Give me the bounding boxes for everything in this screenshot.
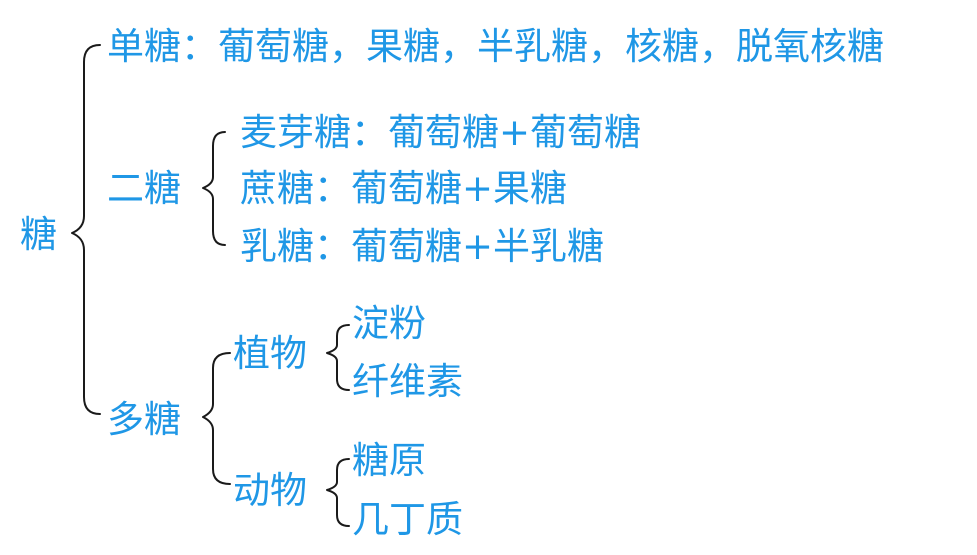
disaccharide-brace	[202, 131, 226, 246]
animal-item: 几丁质	[352, 498, 463, 541]
root-brace	[71, 44, 101, 415]
plant-item: 淀粉	[352, 302, 426, 345]
disaccharide-item: 蔗糖：葡萄糖+果糖	[240, 167, 568, 210]
disaccharide-item: 麦芽糖：葡萄糖+葡萄糖	[240, 111, 642, 154]
animal-brace	[326, 458, 350, 527]
plant-label: 植物	[233, 332, 307, 375]
plant-item: 纤维素	[352, 360, 463, 403]
root-label: 糖	[20, 213, 57, 256]
disaccharide-item: 乳糖：葡萄糖+半乳糖	[240, 225, 605, 268]
animal-item: 糖原	[352, 439, 426, 482]
plant-brace	[326, 324, 350, 391]
polysaccharide-label: 多糖	[107, 398, 181, 441]
polysaccharide-brace	[202, 352, 231, 485]
disaccharide-label: 二糖	[107, 167, 181, 210]
monosaccharide-line: 单糖：葡萄糖，果糖，半乳糖，核糖，脱氧核糖	[107, 25, 884, 68]
animal-label: 动物	[233, 469, 307, 512]
